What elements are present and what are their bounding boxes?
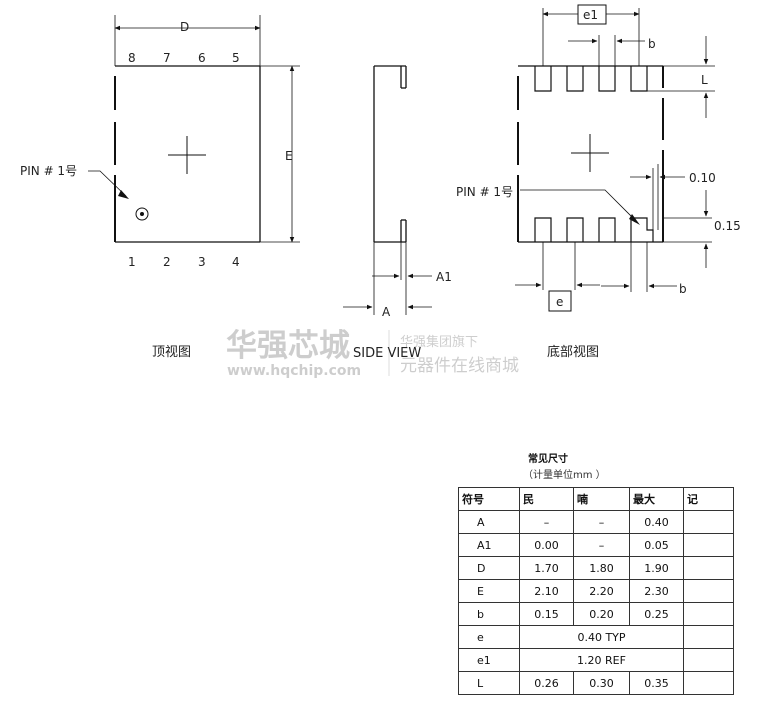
dim-b-bottom-label: b [679, 282, 687, 296]
bottom-view-labels: e1 b L 0.10 0.15 PIN # 1号 e b 底部视图 [456, 8, 741, 360]
cell-min: – [519, 510, 574, 534]
pin-number-8: 8 [128, 51, 136, 65]
pin-number-6: 6 [198, 51, 206, 65]
dim-e1-label: e1 [583, 8, 598, 22]
header-note: 记 [683, 487, 734, 511]
cell-note [683, 533, 734, 557]
cell-nom: 0.30 [573, 671, 630, 695]
table-subtitle: （计量单位mm ） [523, 470, 606, 481]
dim-E-label: E [285, 149, 293, 163]
dim-L-label: L [701, 73, 708, 87]
top-view-caption: 顶视图 [152, 345, 191, 360]
dim-A-label: A [382, 305, 391, 319]
bottom-view [515, 4, 715, 312]
cell-max: 0.35 [629, 671, 684, 695]
bottom-view-caption: 底部视图 [547, 344, 599, 360]
cell-symbol: e [458, 625, 520, 649]
cell-nom: 0.20 [573, 602, 630, 626]
pin-number-1: 1 [128, 255, 136, 269]
side-view-labels: A1 A SIDE VIEW [353, 270, 452, 361]
table-title: 常见尺寸 [528, 454, 568, 465]
pin-number-7: 7 [163, 51, 171, 65]
table-row: e 0.40 TYP [458, 625, 734, 649]
cell-merged-value: 1.20 REF [519, 648, 684, 672]
cell-symbol: e1 [458, 648, 520, 672]
top-view [88, 15, 300, 243]
table-row: b 0.15 0.20 0.25 [458, 602, 734, 626]
watermark-url: www.hqchip.com [227, 363, 361, 379]
table-header-row: 符号 民 喃 最大 记 [458, 487, 734, 511]
cell-note [683, 602, 734, 626]
cell-min: 2.10 [519, 579, 574, 603]
cell-symbol: A [458, 510, 520, 534]
pin-number-3: 3 [198, 255, 206, 269]
side-view [343, 65, 432, 315]
pin1-label: PIN # 1号 [20, 164, 77, 178]
cell-nom: 1.80 [573, 556, 630, 580]
cell-max: 1.90 [629, 556, 684, 580]
pin-number-4: 4 [232, 255, 240, 269]
table-row: D 1.70 1.80 1.90 [458, 556, 734, 580]
cell-nom: – [573, 510, 630, 534]
header-symbol: 符号 [458, 487, 520, 511]
header-min: 民 [519, 487, 574, 511]
cell-note [683, 671, 734, 695]
table-row: E 2.10 2.20 2.30 [458, 579, 734, 603]
dim-b-top-label: b [648, 37, 656, 51]
dim-010-label: 0.10 [689, 171, 716, 185]
watermark: 华强芯城 www.hqchip.com 华强集团旗下 元器件在线商城 [226, 328, 519, 379]
cell-min: 1.70 [519, 556, 574, 580]
cell-note [683, 510, 734, 534]
package-drawing: D E PIN # 1号 8 7 6 5 1 2 3 4 顶视图 A1 A [20, 4, 741, 379]
cell-max: 0.40 [629, 510, 684, 534]
watermark-line2: 元器件在线商城 [400, 356, 519, 376]
pin-number-5: 5 [232, 51, 240, 65]
top-view-labels: D E PIN # 1号 8 7 6 5 1 2 3 4 顶视图 [20, 20, 293, 360]
dim-A1-label: A1 [436, 270, 452, 284]
bottom-pin1-label: PIN # 1号 [456, 185, 513, 199]
watermark-brand: 华强芯城 [226, 328, 350, 364]
cell-min: 0.00 [519, 533, 574, 557]
dimension-table: 符号 民 喃 最大 记 A – – 0.40 A1 0.00 – 0.05 D … [458, 487, 734, 695]
cell-max: 0.05 [629, 533, 684, 557]
pin1-marker [135, 207, 149, 221]
table-row: L 0.26 0.30 0.35 [458, 671, 734, 695]
cell-symbol: D [458, 556, 520, 580]
cell-nom: 2.20 [573, 579, 630, 603]
pin-number-2: 2 [163, 255, 171, 269]
table-row: e1 1.20 REF [458, 648, 734, 672]
cell-max: 0.25 [629, 602, 684, 626]
cell-merged-value: 0.40 TYP [519, 625, 684, 649]
side-view-caption: SIDE VIEW [353, 346, 421, 361]
table-row: A1 0.00 – 0.05 [458, 533, 734, 557]
cell-min: 0.15 [519, 602, 574, 626]
dim-D-label: D [180, 20, 189, 34]
watermark-line1: 华强集团旗下 [400, 334, 478, 350]
cell-nom: – [573, 533, 630, 557]
cell-symbol: A1 [458, 533, 520, 557]
cell-symbol: L [458, 671, 520, 695]
cell-note [683, 625, 734, 649]
dim-e-label: e [556, 295, 563, 309]
cell-symbol: E [458, 579, 520, 603]
dim-015-label: 0.15 [714, 219, 741, 233]
table-row: A – – 0.40 [458, 510, 734, 534]
header-max: 最大 [629, 487, 684, 511]
cell-max: 2.30 [629, 579, 684, 603]
header-nom: 喃 [573, 487, 630, 511]
cell-note [683, 579, 734, 603]
cell-note [683, 648, 734, 672]
cell-min: 0.26 [519, 671, 574, 695]
cell-symbol: b [458, 602, 520, 626]
cell-note [683, 556, 734, 580]
